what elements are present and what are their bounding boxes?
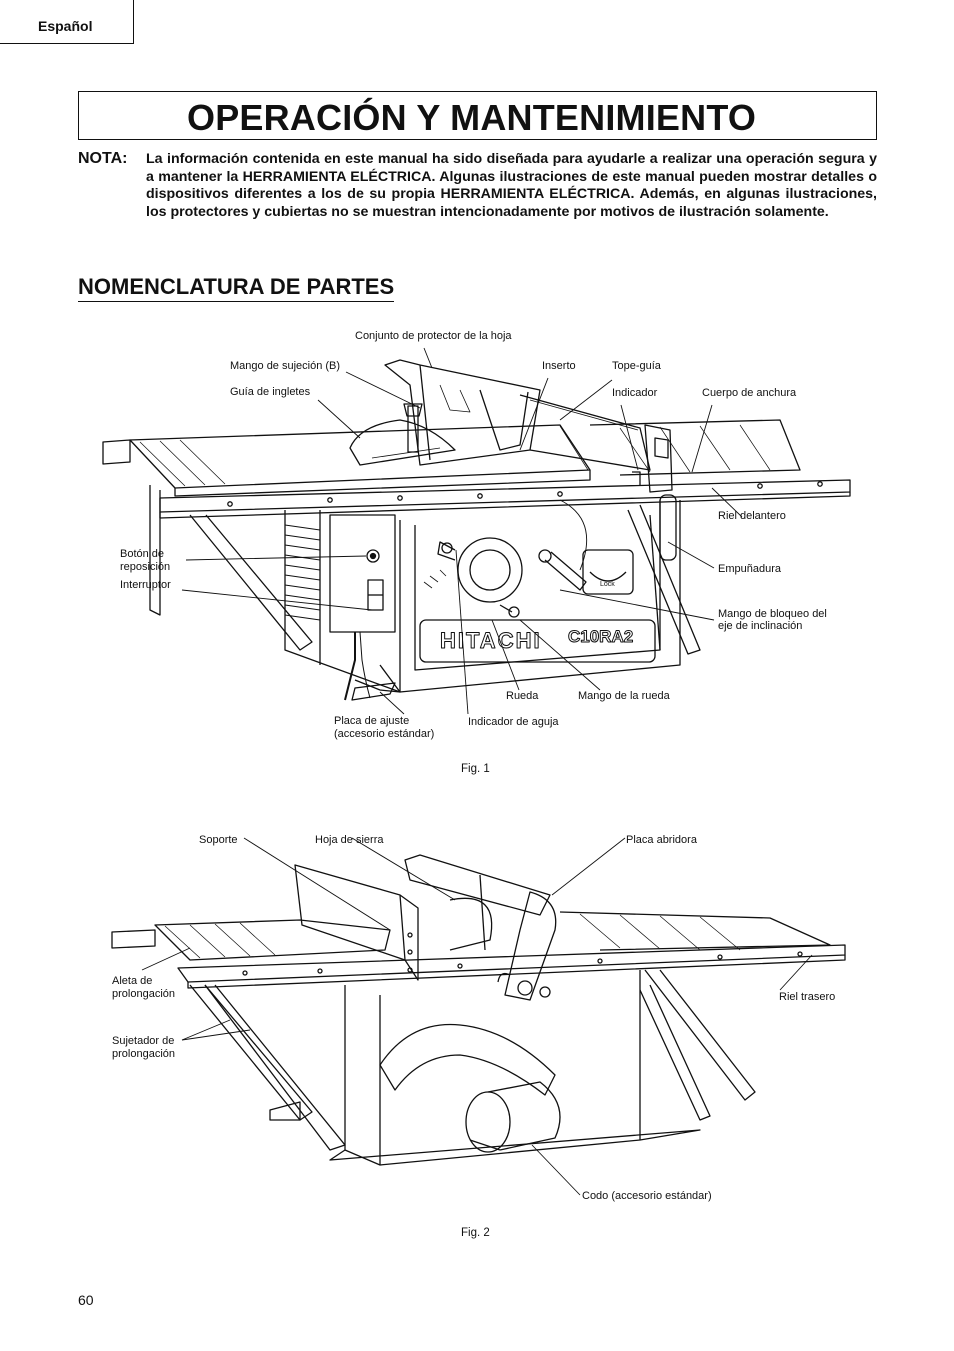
page-title-box: OPERACIÓN Y MANTENIMIENTO xyxy=(78,91,877,140)
fig1-wheel-assembly xyxy=(423,499,634,618)
fig1-label-tilt-lock-2: eje de inclinación xyxy=(718,620,803,632)
note-text: La información contenida en este manual … xyxy=(146,151,877,220)
page-number: 60 xyxy=(78,1292,94,1308)
fig1-label-fence: Tope-guía xyxy=(612,360,661,372)
fig1-label-adjust-plate-1: Placa de ajuste xyxy=(334,715,410,727)
fig1-label-front-rail: Riel delantero xyxy=(718,510,786,522)
language-label: Español xyxy=(38,18,93,34)
fig1-label-reset-button-2: reposición xyxy=(120,561,171,573)
language-tab: Español xyxy=(0,0,134,44)
fig1-blade-guard xyxy=(384,359,541,466)
fig1-label-blade-guard: Conjunto de protector de la hoja xyxy=(355,330,512,342)
fig1-fence xyxy=(519,394,677,561)
fig1-brand-text: HITACHI xyxy=(440,628,542,653)
fig1-table-saw-illustration: HITACHI C10RA2 Lock xyxy=(102,347,851,715)
fig1-label-grip: Empuñadura xyxy=(718,563,781,575)
fig1-cabinet xyxy=(284,500,681,693)
fig1-label-tilt-lock-1: Mango de bloqueo del xyxy=(718,608,827,620)
fig2-label-support: Soporte xyxy=(199,834,238,846)
fig1-label-clamp-handle: Mango de sujeción (B) xyxy=(230,360,341,372)
section-heading: NOMENCLATURA DE PARTES xyxy=(78,274,395,302)
fig2-blade-guard xyxy=(404,854,557,1001)
fig2-label-riving-plate: Placa abridora xyxy=(626,834,697,846)
fig2-table-top xyxy=(111,911,831,961)
fig1-label-wheel: Rueda xyxy=(506,690,539,702)
fig2-support xyxy=(294,864,419,981)
fig1-label-indicator: Indicador xyxy=(612,387,658,399)
fig2-belt-elbow xyxy=(379,1023,561,1153)
page-title: OPERACIÓN Y MANTENIMIENTO xyxy=(187,97,757,138)
fig1-label-switch: Interruptor xyxy=(120,579,171,591)
fig1-label-wheel-handle: Mango de la rueda xyxy=(578,690,670,702)
fig2-rear-rail xyxy=(177,944,846,989)
fig2-legs xyxy=(189,969,756,1151)
fig1-label-insert: Inserto xyxy=(542,360,576,372)
fig1-label-miter-guide: Guía de ingletes xyxy=(230,386,311,398)
fig2-callout-lines xyxy=(141,837,813,1196)
fig1-label-width-body: Cuerpo de anchura xyxy=(702,387,797,399)
fig1-front-rail xyxy=(159,479,851,519)
fig2-caption: Fig. 2 xyxy=(461,1227,490,1239)
fig2-table-saw-rear-illustration xyxy=(111,837,846,1196)
fig1-switch-box xyxy=(329,514,396,701)
fig1-legs xyxy=(149,485,701,655)
fig1-model-text: C10RA2 xyxy=(568,627,633,646)
fig2-cabinet xyxy=(329,970,701,1166)
fig1-label-needle-indicator: Indicador de aguja xyxy=(468,716,559,728)
fig1-label-reset-button-1: Botón de xyxy=(120,548,165,560)
fig1-callout-lines xyxy=(181,347,743,715)
fig2-label-ext-wing-1: Aleta de xyxy=(112,975,153,987)
fig1-caption: Fig. 1 xyxy=(461,763,490,775)
fig2-label-ext-holder-2: prolongación xyxy=(112,1048,175,1060)
fig1-table-top xyxy=(102,419,801,497)
fig1-lock-text: Lock xyxy=(600,581,615,588)
fig2-label-ext-wing-2: prolongación xyxy=(112,988,175,1000)
note-label: NOTA: xyxy=(78,150,128,167)
fig2-label-elbow: Codo (accesorio estándar) xyxy=(582,1190,712,1202)
fig1-label-adjust-plate-2: (accesorio estándar) xyxy=(334,728,435,740)
fig2-label-rear-rail: Riel trasero xyxy=(779,991,836,1003)
fig1-miter-gauge xyxy=(349,403,456,466)
fig1-adjust-plate xyxy=(351,682,396,701)
fig2-label-ext-holder-1: Sujetador de xyxy=(112,1035,175,1047)
fig2-label-saw-blade: Hoja de sierra xyxy=(315,834,384,846)
